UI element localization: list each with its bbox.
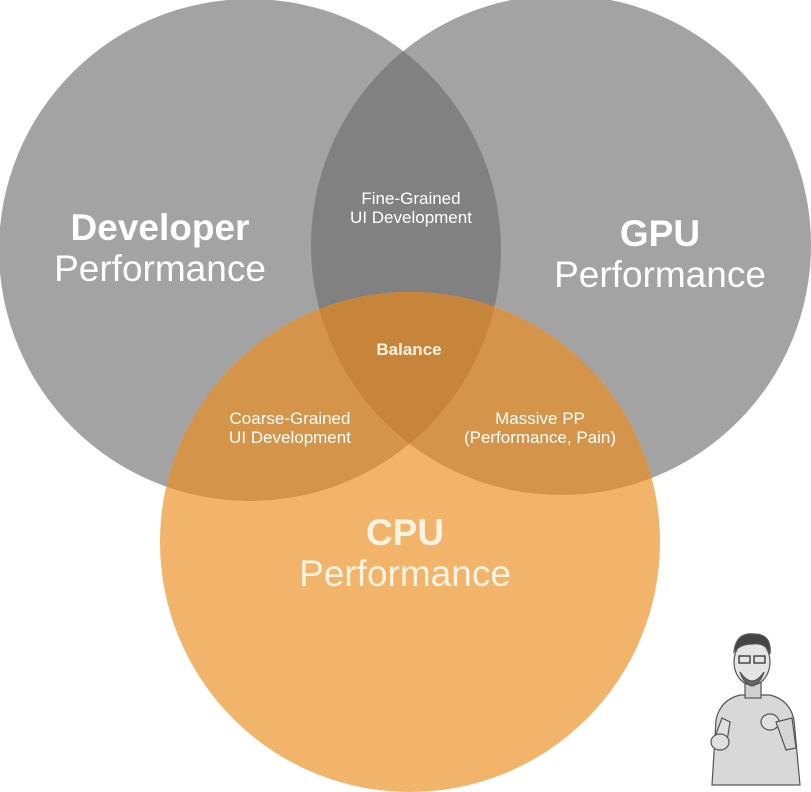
developer-subtitle: Performance xyxy=(54,248,266,290)
developer-cpu-line1: Coarse-Grained xyxy=(229,409,351,428)
developer-label: Developer Performance xyxy=(54,207,266,290)
developer-cpu-line2: UI Development xyxy=(229,428,351,448)
balance-text: Balance xyxy=(376,340,442,359)
gpu-title: GPU xyxy=(619,213,701,254)
developer-title: Developer xyxy=(70,207,250,248)
developer-gpu-label: Fine-Grained UI Development xyxy=(350,189,472,227)
gpu-cpu-overlap xyxy=(311,292,660,495)
balance-label: Balance xyxy=(376,340,441,359)
cpu-subtitle: Performance xyxy=(299,553,511,595)
developer-gpu-line1: Fine-Grained xyxy=(361,189,461,208)
cpu-label: CPU Performance xyxy=(299,512,511,595)
gpu-subtitle: Performance xyxy=(554,254,766,296)
developer-gpu-line2: UI Development xyxy=(350,208,472,228)
gpu-cpu-line1: Massive PP xyxy=(495,409,585,428)
gpu-label: GPU Performance xyxy=(554,213,766,296)
gpu-cpu-label: Massive PP (Performance, Pain) xyxy=(464,409,616,447)
gpu-cpu-line2: (Performance, Pain) xyxy=(463,428,617,448)
cpu-title: CPU xyxy=(365,512,445,553)
cartoon-man-icon xyxy=(710,633,801,786)
developer-cpu-overlap xyxy=(160,292,501,501)
developer-cpu-label: Coarse-Grained UI Development xyxy=(229,409,351,447)
